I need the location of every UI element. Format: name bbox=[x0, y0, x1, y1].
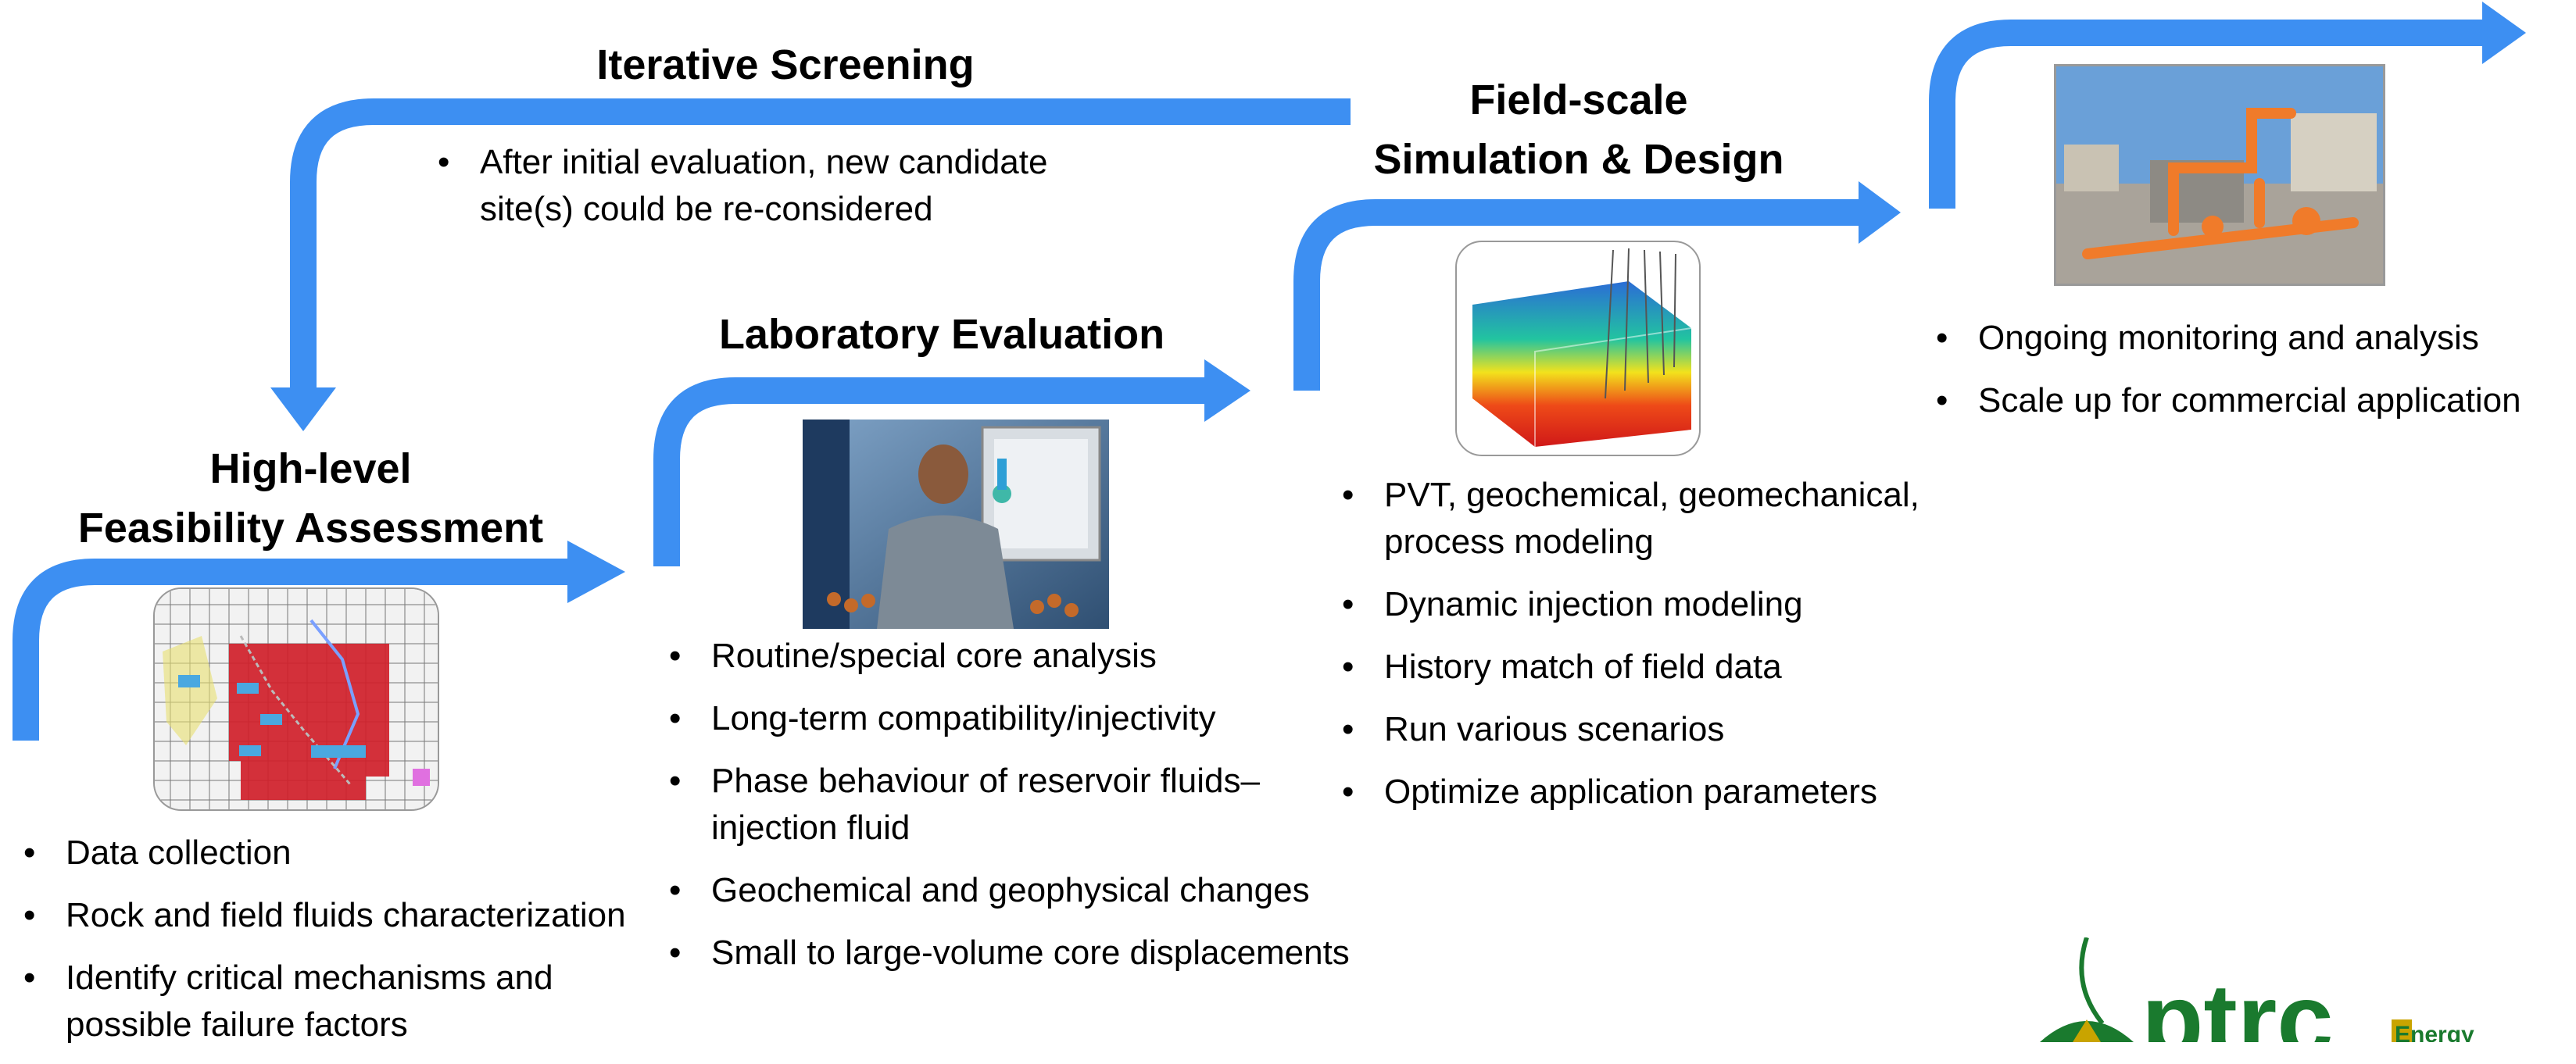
list-item: Phase behaviour of reservoir fluids–inje… bbox=[669, 758, 1290, 852]
arrowhead-laboratory bbox=[1204, 359, 1250, 422]
arrow-iterative bbox=[290, 98, 1351, 391]
list-item: PVT, geochemical, geomechanical, process… bbox=[1342, 472, 1947, 566]
field-list: Ongoing monitoring and analysis Scale up… bbox=[1936, 315, 2561, 440]
feasibility-title-line1: High-level bbox=[209, 445, 412, 492]
list-item: Scale up for commercial application bbox=[1936, 377, 2561, 424]
process-flow-arrows bbox=[13, 2, 2526, 741]
reservoir-model-image bbox=[1455, 241, 1701, 456]
ptrc-logo: ptrc Energy bbox=[2024, 937, 2540, 1064]
simulation-title-line1: Field-scale bbox=[1469, 77, 1688, 123]
arrowhead-feasibility bbox=[567, 541, 625, 603]
list-item: Geochemical and geophysical changes bbox=[669, 867, 1372, 914]
lab-photo bbox=[803, 420, 1109, 629]
arrowhead-simulation bbox=[1859, 181, 1901, 244]
list-item: Ongoing monitoring and analysis bbox=[1936, 315, 2561, 362]
simulation-title-line2: Simulation & Design bbox=[1373, 136, 1784, 183]
feasibility-list: Data collection Rock and field fluids ch… bbox=[23, 830, 649, 1064]
arrow-laboratory bbox=[653, 377, 1208, 566]
list-item: Rock and field fluids characterization bbox=[23, 892, 649, 939]
list-item: Run various scenarios bbox=[1342, 706, 1952, 753]
list-item: History match of field data bbox=[1342, 644, 1952, 691]
list-item: Optimize application parameters bbox=[1342, 769, 1952, 816]
logo-wordmark: ptrc bbox=[2141, 962, 2334, 1042]
simulation-list: PVT, geochemical, geomechanical, process… bbox=[1342, 472, 1952, 831]
list-item: Dynamic injection modeling bbox=[1342, 581, 1952, 628]
list-item: After initial evaluation, new candidate … bbox=[438, 139, 1141, 233]
arrow-field bbox=[1929, 20, 2485, 209]
list-item: Identify critical mechanisms and possibl… bbox=[23, 955, 613, 1048]
logo-tagline: Energy bbox=[2395, 1022, 2474, 1042]
arrowhead-field bbox=[2482, 2, 2526, 64]
feasibility-title: High-level Feasibility Assessment bbox=[23, 439, 598, 558]
arrow-feasibility bbox=[13, 559, 571, 741]
laboratory-list: Routine/special core analysis Long-term … bbox=[669, 633, 1372, 992]
iterative-screening-list: After initial evaluation, new candidate … bbox=[438, 139, 1141, 248]
feasibility-title-line2: Feasibility Assessment bbox=[77, 505, 544, 552]
list-item: Routine/special core analysis bbox=[669, 633, 1372, 680]
map-image bbox=[153, 587, 439, 811]
list-item: Small to large-volume core displacements bbox=[669, 930, 1372, 977]
field-facility-photo bbox=[2054, 64, 2385, 286]
list-item: Data collection bbox=[23, 830, 649, 877]
iterative-screening-title: Iterative Screening bbox=[596, 41, 975, 88]
arrowhead-iterative bbox=[270, 387, 336, 431]
simulation-title: Field-scale Simulation & Design bbox=[1329, 70, 1829, 189]
laboratory-title: Laboratory Evaluation bbox=[718, 311, 1165, 358]
list-item: Long-term compatibility/injectivity bbox=[669, 695, 1372, 742]
arrow-simulation bbox=[1293, 199, 1862, 391]
